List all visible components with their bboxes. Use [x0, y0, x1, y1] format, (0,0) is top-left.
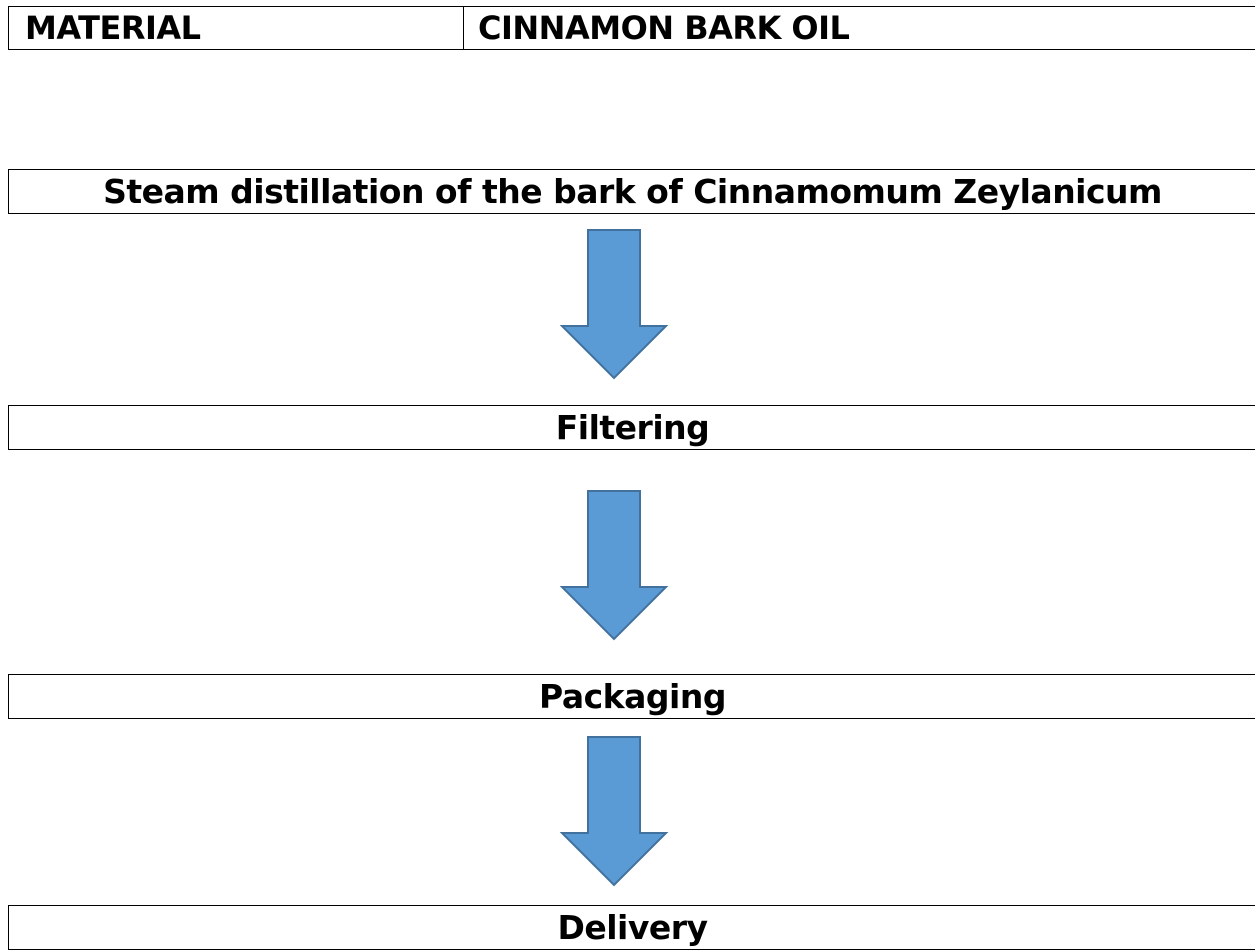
step-label: Filtering	[555, 408, 710, 447]
material-header-table: MATERIAL CINNAMON BARK OIL	[8, 6, 1255, 50]
down-arrow-icon	[560, 736, 669, 887]
step-box-packaging: Packaging	[8, 674, 1255, 719]
step-box-filtering: Filtering	[8, 405, 1255, 450]
down-arrow-icon	[560, 490, 669, 641]
down-arrow-icon	[560, 229, 669, 380]
step-label: Packaging	[539, 677, 726, 716]
step-label: Steam distillation of the bark of Cinnam…	[103, 172, 1162, 211]
material-value-cell: CINNAMON BARK OIL	[478, 9, 850, 47]
step-label: Delivery	[557, 908, 708, 947]
step-box-delivery: Delivery	[8, 905, 1255, 950]
material-label-cell: MATERIAL	[9, 7, 464, 49]
step-box-steam-distillation: Steam distillation of the bark of Cinnam…	[8, 169, 1255, 214]
